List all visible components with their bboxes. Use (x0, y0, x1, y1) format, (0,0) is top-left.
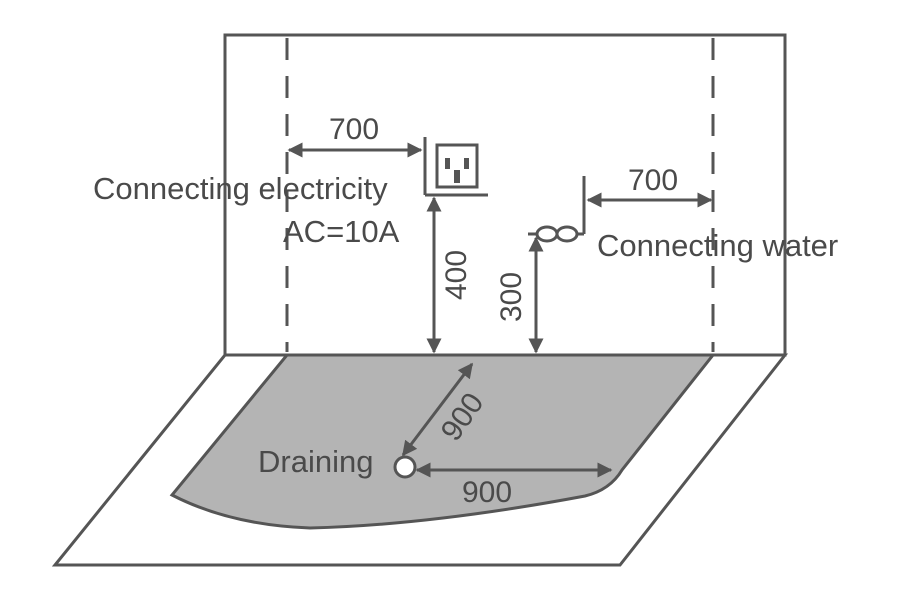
dimension-drain-horizontal: 900 (462, 476, 512, 509)
dimension-socket-horizontal: 700 (329, 113, 379, 146)
electricity-label: Connecting electricity (93, 171, 388, 206)
draining-label: Draining (258, 444, 373, 479)
dimension-socket-height: 400 (440, 250, 473, 300)
dimension-water-horizontal: 700 (628, 164, 678, 197)
dimension-water-height: 300 (495, 272, 528, 322)
drain-icon (393, 455, 417, 479)
dimension-line-drain-diagonal (401, 362, 474, 457)
power-socket-icon (423, 137, 488, 197)
water-label: Connecting water (597, 228, 838, 263)
electricity-rating-label: AC=10A (283, 214, 400, 249)
